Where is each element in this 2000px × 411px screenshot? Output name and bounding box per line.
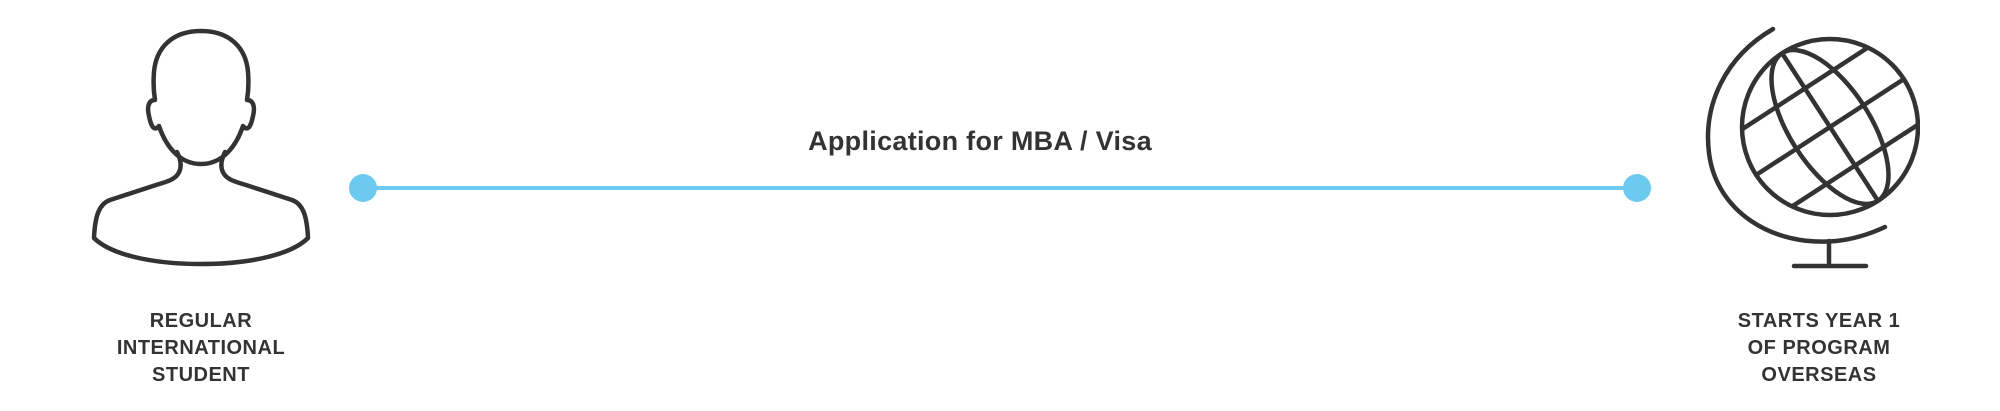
right-node-label-line: OVERSEAS xyxy=(1761,364,1877,386)
right-node-label: STARTS YEAR 1 OF PROGRAM OVERSEAS xyxy=(1699,308,1939,389)
connector-start-dot xyxy=(349,174,377,202)
right-node-label-line: OF PROGRAM xyxy=(1747,337,1891,359)
person-icon xyxy=(91,28,311,267)
connector-end-dot xyxy=(1623,174,1651,202)
left-node-label-line: INTERNATIONAL xyxy=(116,337,286,359)
left-node-label-line: STUDENT xyxy=(152,364,250,386)
left-node-label: REGULAR INTERNATIONAL STUDENT xyxy=(81,308,321,389)
left-node-label-line: REGULAR xyxy=(149,310,253,332)
right-node-label-line: STARTS YEAR 1 xyxy=(1737,310,1901,332)
connector-label: Application for MBA / Visa xyxy=(808,126,1152,156)
globe-icon xyxy=(1705,26,1920,269)
